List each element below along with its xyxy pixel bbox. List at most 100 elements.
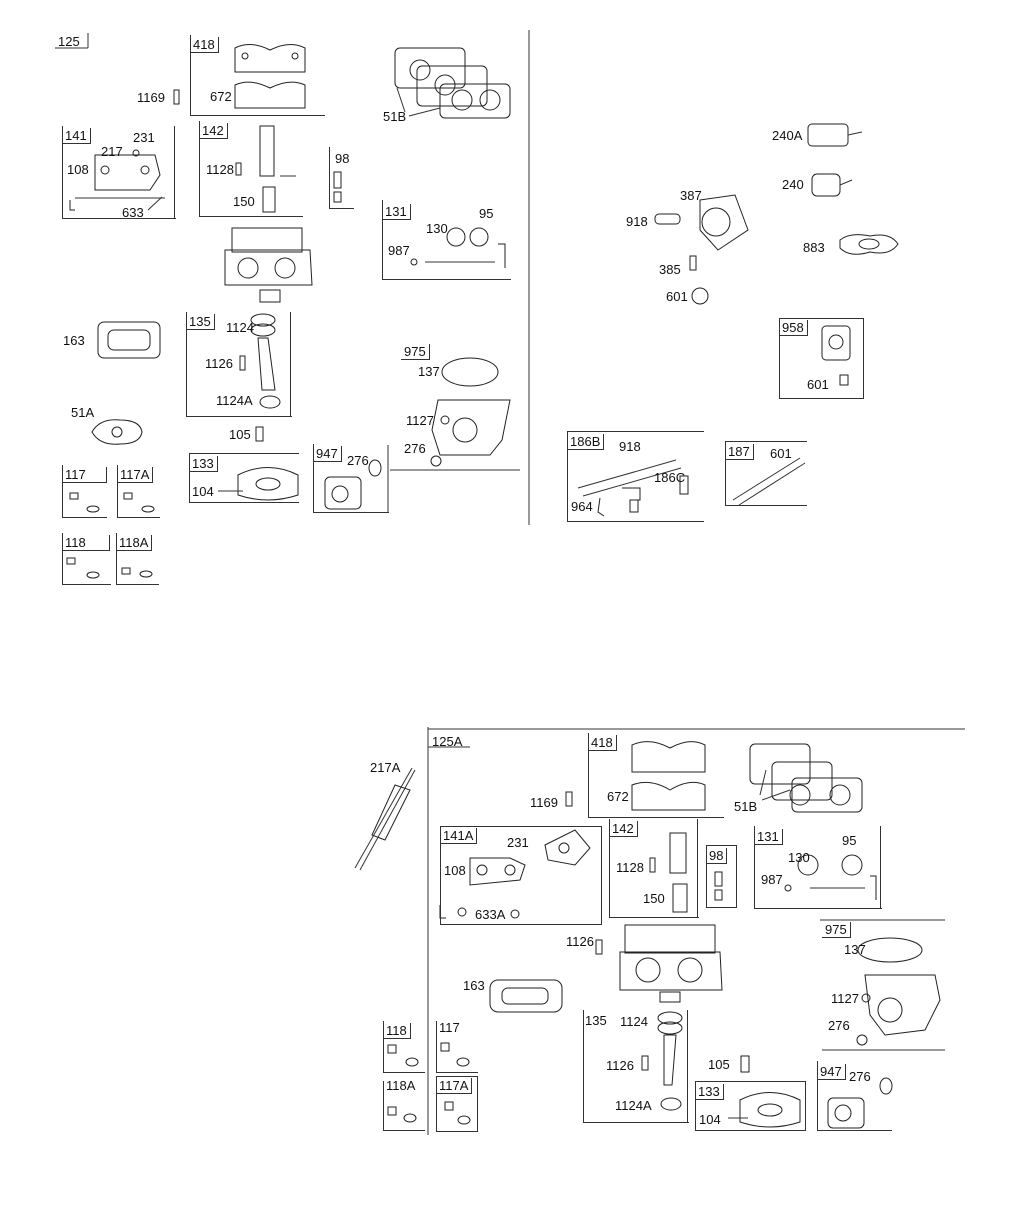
label-633: 633 xyxy=(122,205,144,220)
box-117-lower xyxy=(436,1021,478,1073)
box-131-title: 131 xyxy=(382,204,411,220)
label-108: 108 xyxy=(67,162,89,177)
box-133-title: 133 xyxy=(189,456,218,472)
box-131 xyxy=(382,200,511,280)
label-130: 130 xyxy=(426,221,448,236)
label-95-lower: 95 xyxy=(842,833,857,848)
box-117A xyxy=(117,465,160,518)
box-135-title: 135 xyxy=(186,314,215,330)
label-163-lower: 163 xyxy=(463,978,485,993)
box-186B-top-edge xyxy=(567,431,704,432)
box-418-title: 418 xyxy=(190,37,219,53)
box-117A-lower xyxy=(436,1076,478,1132)
box-142-lower-right-edge xyxy=(697,819,699,918)
label-95: 95 xyxy=(479,206,494,221)
box-187-top-edge xyxy=(725,441,807,442)
box-98-lower xyxy=(706,845,737,908)
label-601: 601 xyxy=(666,289,688,304)
box-975-title: 975 xyxy=(401,344,430,360)
label-108-lower: 108 xyxy=(444,863,466,878)
box-118-lower-title: 118 xyxy=(383,1023,411,1039)
label-276-947-lower: 276 xyxy=(849,1069,871,1084)
box-186B xyxy=(567,431,704,522)
label-137: 137 xyxy=(418,364,440,379)
label-964: 964 xyxy=(571,499,593,514)
box-958 xyxy=(779,318,864,399)
box-118A-lower xyxy=(383,1081,425,1131)
box-186B-title: 186B xyxy=(567,434,605,450)
label-276-975-lower: 276 xyxy=(828,1018,850,1033)
label-231: 231 xyxy=(133,130,155,145)
label-1126: 1126 xyxy=(205,356,233,371)
label-987-lower: 987 xyxy=(761,872,783,887)
label-918-186B: 918 xyxy=(619,439,641,454)
label-1128-lower: 1128 xyxy=(616,860,644,875)
box-142-lower xyxy=(609,819,699,918)
label-51B-lower: 51B xyxy=(734,799,758,814)
label-217: 217 xyxy=(101,144,123,159)
box-141 xyxy=(62,126,176,219)
label-672-lower: 672 xyxy=(607,789,629,804)
box-187-title: 187 xyxy=(725,444,754,460)
box-142-title: 142 xyxy=(199,123,228,139)
label-1127-lower: 1127 xyxy=(831,991,859,1006)
group-title-125: 125 xyxy=(58,34,80,49)
box-131-lower xyxy=(754,826,882,909)
label-1124A-lower: 1124A xyxy=(615,1098,652,1113)
box-118-lower xyxy=(383,1021,425,1073)
label-1169-lower: 1169 xyxy=(530,795,558,810)
label-1127: 1127 xyxy=(406,413,434,428)
label-276-975: 276 xyxy=(404,441,426,456)
label-987: 987 xyxy=(388,243,410,258)
box-98-lower-title: 98 xyxy=(706,848,728,864)
label-163: 163 xyxy=(63,333,85,348)
box-133 xyxy=(189,453,299,503)
box-133-lower-title: 133 xyxy=(695,1084,724,1100)
label-1128: 1128 xyxy=(206,162,234,177)
box-958-title: 958 xyxy=(779,320,808,336)
label-150: 150 xyxy=(233,194,255,209)
box-135-lower xyxy=(583,1010,689,1123)
box-118-title: 118 xyxy=(62,535,110,551)
label-387: 387 xyxy=(680,188,702,203)
box-117A-title: 117A xyxy=(117,467,154,483)
label-633A: 633A xyxy=(475,907,506,922)
box-131-lower-title: 131 xyxy=(754,829,783,845)
box-418-lower-title: 418 xyxy=(588,735,617,751)
box-135-right-edge xyxy=(290,312,292,417)
label-130-lower: 130 xyxy=(788,850,810,865)
box-98-title: 98 xyxy=(335,151,350,166)
box-141A-title: 141A xyxy=(440,828,478,844)
label-1169: 1169 xyxy=(137,90,165,105)
label-385: 385 xyxy=(659,262,681,277)
box-117-lower-title: 117 xyxy=(439,1020,460,1035)
label-51B: 51B xyxy=(383,109,407,124)
label-918: 918 xyxy=(626,214,648,229)
box-187 xyxy=(725,441,807,506)
box-133-top-edge xyxy=(189,453,299,454)
label-104: 104 xyxy=(192,484,214,499)
box-98 xyxy=(329,147,354,209)
box-135-lower-title: 135 xyxy=(585,1013,607,1028)
label-1124A: 1124A xyxy=(216,393,253,408)
box-135 xyxy=(186,312,292,417)
label-51A: 51A xyxy=(71,405,95,420)
label-601-187: 601 xyxy=(770,446,792,461)
label-105-lower: 105 xyxy=(708,1057,730,1072)
label-240A: 240A xyxy=(772,128,803,143)
box-418 xyxy=(190,35,325,116)
label-1124: 1124 xyxy=(226,320,254,335)
label-231-lower: 231 xyxy=(507,835,529,850)
label-217A: 217A xyxy=(370,760,401,775)
box-947-lower xyxy=(817,1061,892,1131)
label-137-lower: 137 xyxy=(844,942,866,957)
label-672: 672 xyxy=(210,89,232,104)
box-135-lower-right-edge xyxy=(687,1010,689,1123)
box-117A-lower-title: 117A xyxy=(436,1078,473,1094)
box-142-lower-title: 142 xyxy=(609,821,638,837)
box-133-lower xyxy=(695,1081,806,1131)
label-1124-lower: 1124 xyxy=(620,1014,648,1029)
box-141-title: 141 xyxy=(62,128,91,144)
box-118A xyxy=(116,533,159,585)
label-104-lower: 104 xyxy=(699,1112,721,1127)
